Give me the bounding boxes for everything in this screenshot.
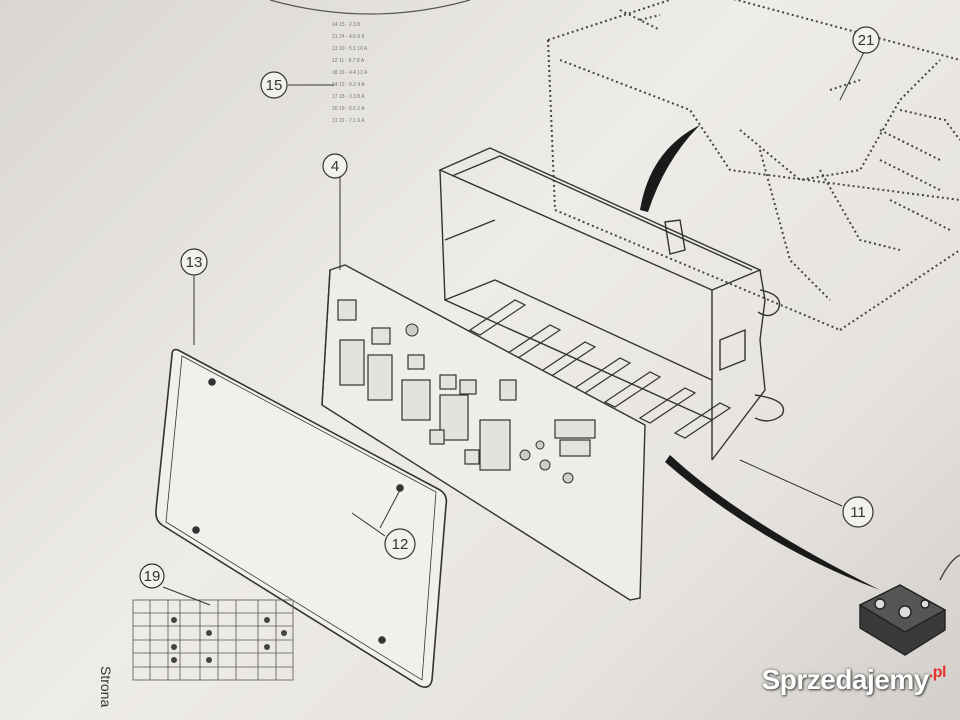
callout-13-label: 13 bbox=[186, 254, 203, 271]
callout-12-label: 12 bbox=[392, 536, 409, 553]
page-word: Strona bbox=[96, 666, 118, 720]
svg-text:14 15 · 2.3 8: 14 15 · 2.3 8 bbox=[332, 22, 360, 28]
cover-plate-13 bbox=[155, 348, 448, 688]
callout-4-label: 4 bbox=[331, 158, 339, 175]
svg-text:21 24 · 4.6 9 9: 21 24 · 4.6 9 9 bbox=[332, 34, 364, 40]
svg-text:12 11 · 8.7 8 A: 12 11 · 8.7 8 A bbox=[332, 58, 365, 64]
watermark-tld: .pl bbox=[928, 664, 947, 681]
circuit-board-4 bbox=[321, 264, 646, 601]
callout-19: 19 bbox=[139, 563, 165, 589]
callout-19-label: 19 bbox=[144, 568, 161, 585]
top-arc-line bbox=[269, 0, 471, 15]
code-table-top: 14 15 · 2.3 8 21 24 · 4.6 9 9 13 10 · 5.… bbox=[332, 22, 368, 124]
callout-15: 15 bbox=[260, 71, 288, 99]
housing-dotted bbox=[547, 0, 960, 331]
leader-lines bbox=[162, 51, 865, 606]
callout-21-label: 21 bbox=[858, 32, 875, 49]
callout-13: 13 bbox=[180, 248, 208, 276]
watermark-brand: Sprzedajemy bbox=[761, 664, 930, 695]
callout-4: 4 bbox=[322, 153, 348, 179]
svg-text:18 16 · 4.4 12 A: 18 16 · 4.4 12 A bbox=[332, 70, 368, 76]
callout-15-label: 15 bbox=[266, 77, 283, 94]
fuse-table-19 bbox=[132, 599, 294, 681]
svg-text:13 10 · 5.1 10 A: 13 10 · 5.1 10 A bbox=[332, 46, 368, 52]
svg-text:24 13 · 9.2 4 A: 24 13 · 9.2 4 A bbox=[332, 82, 365, 88]
callout-12: 12 bbox=[384, 528, 416, 560]
callout-11: 11 bbox=[842, 496, 874, 528]
svg-text:31 22 · 7.1 9 A: 31 22 · 7.1 9 A bbox=[332, 118, 365, 124]
frame-11 bbox=[438, 147, 785, 461]
svg-text:20 19 · 6.6 2 A: 20 19 · 6.6 2 A bbox=[332, 106, 365, 112]
callout-11-label: 11 bbox=[850, 504, 866, 521]
connector-block bbox=[858, 554, 960, 656]
watermark-logo: Sprzedajemy.pl bbox=[761, 664, 947, 696]
page-word-text: Strona bbox=[98, 666, 114, 708]
arrow-top bbox=[640, 125, 700, 212]
svg-text:17 18 · 3.3 8 A: 17 18 · 3.3 8 A bbox=[332, 94, 365, 100]
callout-21: 21 bbox=[852, 26, 880, 54]
